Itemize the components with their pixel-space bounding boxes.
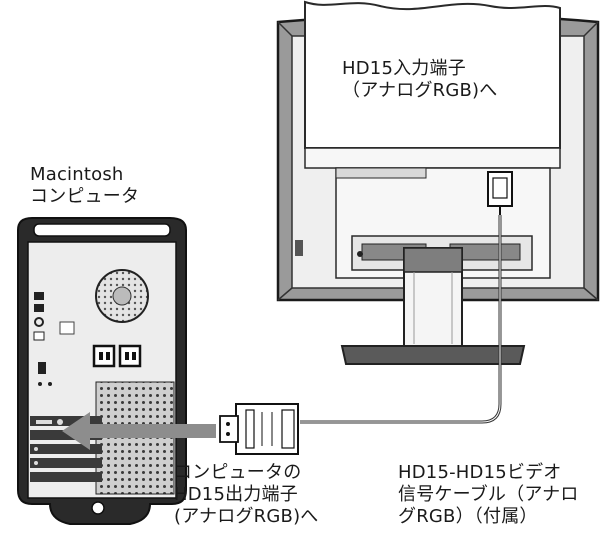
macintosh-computer — [17, 217, 187, 525]
monitor — [276, 0, 600, 365]
cable-connector — [219, 403, 299, 455]
computer-label: Macintosh コンピュータ — [30, 164, 140, 207]
computer-output-label: コンピュータの HD15出力端子 (アナログRGB)へ — [174, 462, 319, 527]
connection-arrow — [62, 412, 216, 450]
cable-label: HD15-HD15ビデオ 信号ケーブル（アナロ グRGB）（付属） — [398, 462, 579, 527]
monitor-input-label: HD15入力端子 （アナログRGB)へ — [342, 58, 498, 101]
